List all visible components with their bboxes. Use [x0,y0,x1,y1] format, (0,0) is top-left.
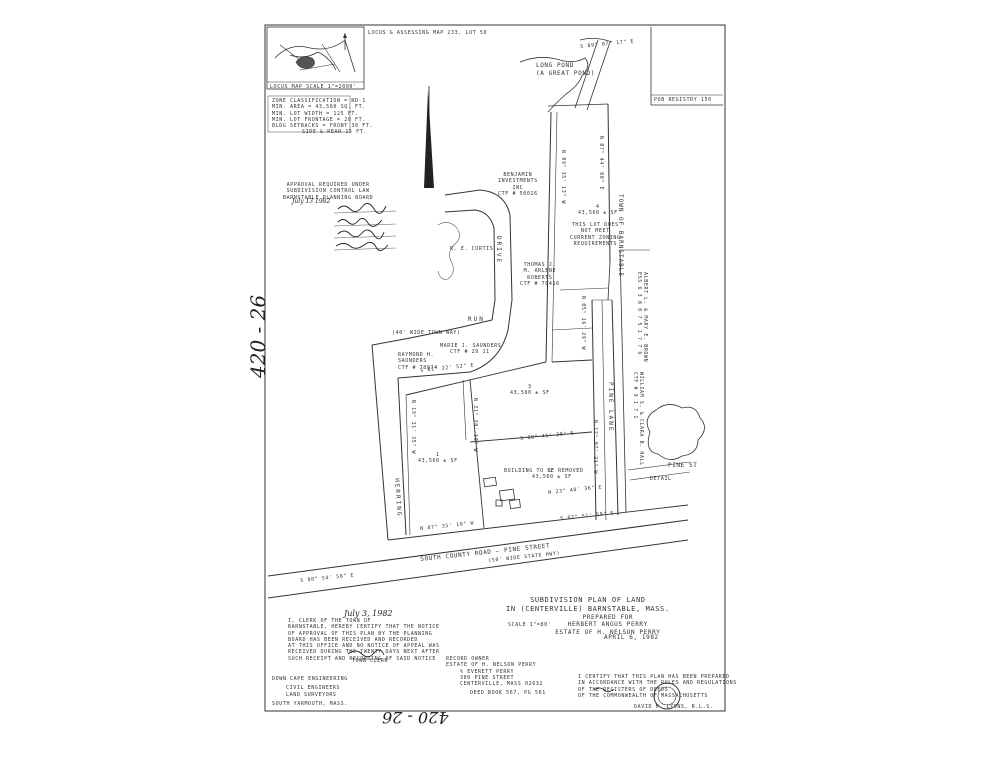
building-note: BUILDING TO BE REMOVED [504,468,584,474]
surveyor-name: DAVID H. LYONS, R.L.S. [634,704,714,710]
road-drive: DRIVE [495,236,502,265]
locus-map-box [266,26,365,90]
owner-william: WILLIAM S. & CLARA B. HALL CTF # 9 1 7 1 [631,372,644,466]
plan-date: APRIL 6, 1982 [604,634,659,641]
sheet-border [264,24,726,712]
planning-board-approval: APPROVAL REQUIRED UNDER SUBDIVISION CONT… [283,182,374,201]
title-block: SUBDIVISION PLAN OF LAND IN (CENTERVILLE… [506,596,670,636]
road-pine-st: PINE ST [668,462,698,469]
bearing-pine-lane: N 12° 07' 21" W [592,420,598,475]
zone-classification: ZONE CLASSIFICATION = RD-1 MIN. AREA = 4… [272,98,374,136]
bearing-lot1-east: N 21° 20' 10" W [472,398,478,453]
town-clerk-title: TOWN CLERK [352,658,389,664]
bearing-roberts: N 05° 16' 29" W [580,296,586,351]
engineering-firm: DOWN CAPE ENGINEERING CIVIL ENGINEERS LA… [272,676,348,707]
lot-1: 1 43,560 ± SF [418,452,458,465]
locus-map-caption: LOCUS MAP SCALE 1"=2000' [270,84,357,90]
bearing-lot4-west: N 09° 35' 13" W [560,150,566,205]
road-pine-lane: PINE LANE [607,382,614,433]
approval-date: July 13 1982 [292,198,331,205]
owner-benjamin: BENJAMIN INVESTMENTS INC CTF # 50026 [498,172,538,197]
map-lot-header: LOCUS & ASSESSING MAP 233, LOT 50 [368,30,488,36]
bearing-lot1-west: N 19° 31' 35" W [410,400,416,455]
lot-4-zoning-note: THIS LOT DOES NOT MEET CURRENT ZONING RE… [570,222,621,247]
surveyor-certification: I CERTIFY THAT THIS PLAN HAS BEEN PREPAR… [578,674,737,699]
owner-raymond: RAYMOND H. SAUNDERS CTF # 78974 [398,352,438,371]
surveyor-seal [653,682,681,710]
record-owner: RECORD OWNER ESTATE OF H. NELSON PERRY %… [446,656,546,697]
plan-scale: SCALE 1"=80' [508,622,552,628]
bearing-lot4-east: N 07° 44' 00" E [598,136,604,191]
owner-re-curtis: R. E. CURTIS [450,246,494,252]
owner-marie: MARIE J. SAUNDERS CTF # 29 11 [440,343,502,356]
book-page-left: 420 - 26 [246,294,270,378]
road-run: RUN [468,316,485,323]
owner-thomas: THOMAS J. M. ARLENE ROBERTS CTF # 78416 [520,262,560,287]
lot-2: 2 43,560 ± SF [532,468,572,481]
pob-registry: POB REGISTRY 150 [654,97,712,103]
lot-4: 4 43,560 ± SF [578,204,618,217]
owner-albert: ALBERT L. & MARY E. BROWN ESS 6 3 8 0 7 … [635,272,648,363]
clerk-certificate: I, CLERK OF THE TOWN OF BARNSTABLE, HERE… [288,618,440,662]
lot-3: 3 43,560 ± SF [510,384,550,397]
road-40-wide: (40' WIDE TOWN WAY) [392,330,461,336]
town-line: TOWN OF BARNSTABLE [617,194,624,278]
clerk-date: July 3, 1982 [344,609,393,618]
detail-label: DETAIL [650,476,672,482]
book-page-bottom: 420 - 26 [382,708,449,727]
long-pond-label: LONG POND (A GREAT POND) [536,62,595,77]
